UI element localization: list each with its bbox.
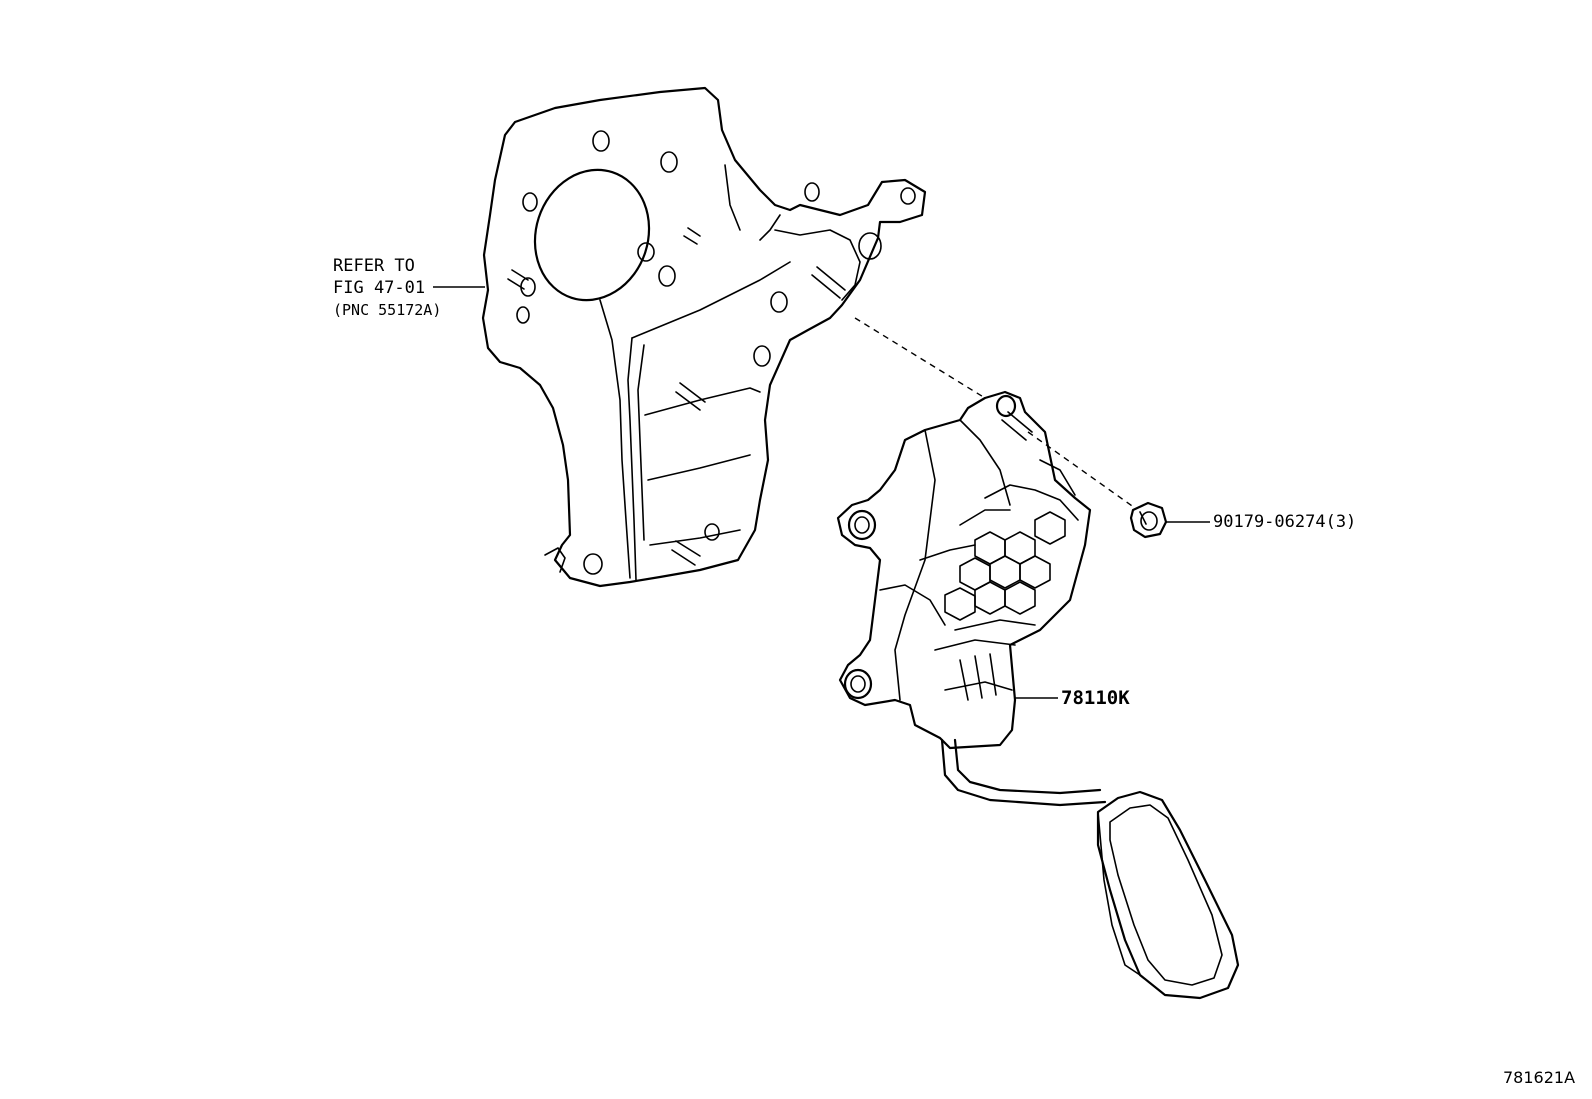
nut-part-number: 90179-06274(3): [1213, 512, 1357, 532]
bracket-reference-line3: (PNC 55172A): [333, 301, 442, 319]
assembly-line-nut: [1027, 431, 1136, 509]
bracket-reference-line1: REFER TO: [333, 256, 415, 276]
figure-id: 781621A: [1503, 1068, 1576, 1087]
assembly-line-bracket: [854, 317, 986, 399]
pedal-part-number: 78110K: [1061, 687, 1130, 709]
pedal-bracket: [481, 86, 927, 588]
flange-nut: [1129, 501, 1168, 539]
accelerator-pedal-assembly: [836, 390, 1240, 1000]
bracket-reference-line2: FIG 47-01: [333, 278, 426, 298]
